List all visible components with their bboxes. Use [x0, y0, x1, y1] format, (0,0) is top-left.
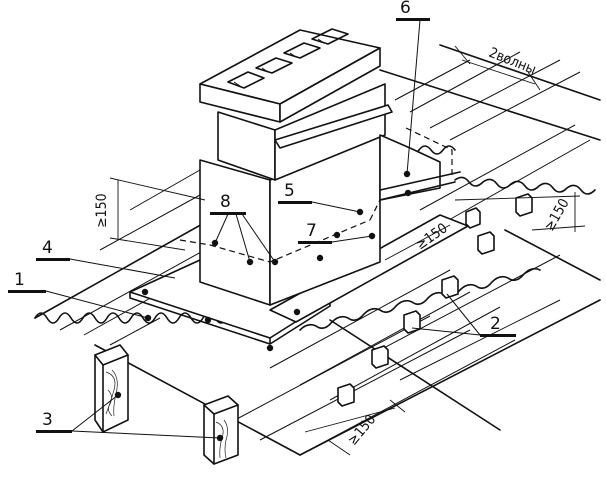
dimension-wave-width: 2волны — [454, 45, 541, 91]
callout-6: 6 — [396, 0, 430, 175]
dimension-label-wave-width: 2волны — [487, 45, 539, 78]
timber-batten-right — [203, 395, 239, 465]
callout-7: 7 — [298, 221, 373, 244]
callout-1: 1 — [8, 270, 149, 319]
timber-batten-left — [94, 344, 129, 433]
callout-label-7: 7 — [306, 221, 317, 241]
callout-label-4: 4 — [42, 238, 53, 258]
callout-5: 5 — [278, 181, 361, 213]
upper-flashing-strip — [274, 104, 393, 149]
dimension-label-upstand-height: ≥150 — [94, 193, 110, 228]
callout-3: 3 — [36, 394, 221, 439]
callout-label-2: 2 — [490, 314, 501, 334]
callout-8: 8 — [210, 192, 276, 263]
dimension-label-side-overlap: ≥150 — [542, 196, 573, 234]
callout-label-1: 1 — [14, 270, 25, 290]
callout-2: 2 — [411, 293, 516, 337]
callout-label-3: 3 — [42, 410, 53, 430]
side-flashing — [379, 127, 461, 201]
corrugated-roof-sheet — [34, 44, 601, 456]
chimney-pipe — [199, 28, 386, 181]
callout-label-8: 8 — [220, 192, 231, 212]
callout-label-5: 5 — [284, 181, 295, 201]
callout-4: 4 — [36, 238, 176, 279]
batten-posts — [337, 193, 533, 407]
dimension-upstand-height: ≥150 — [94, 177, 206, 251]
callout-label-6: 6 — [400, 0, 411, 18]
